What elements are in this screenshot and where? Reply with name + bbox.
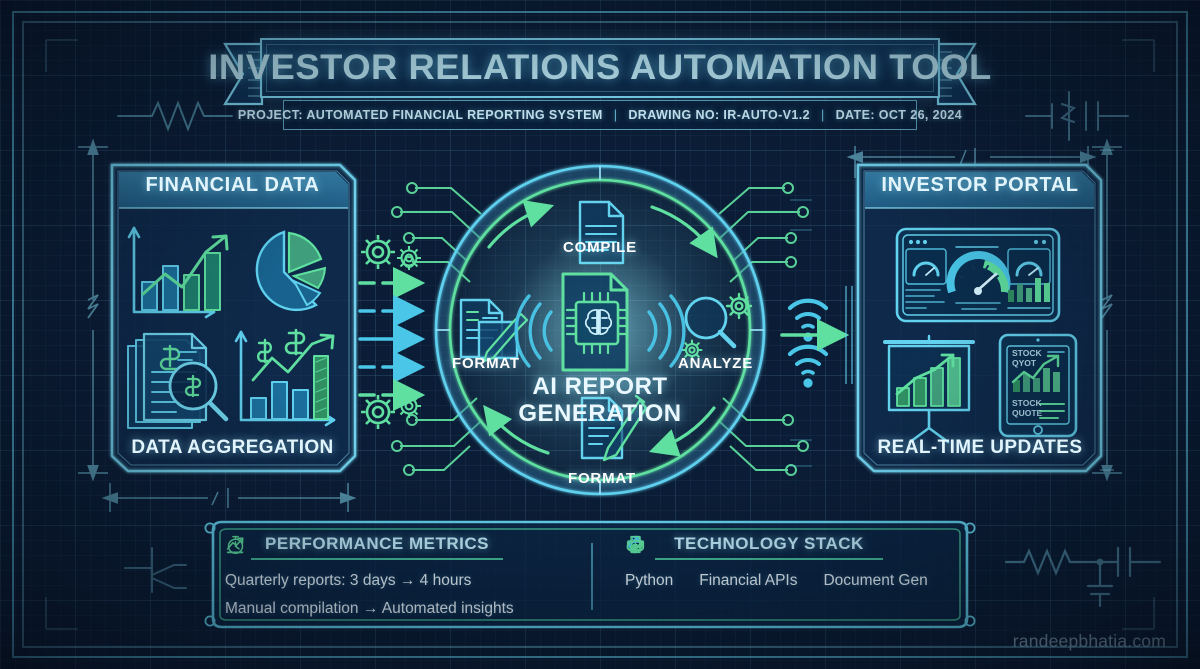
left-panel-caption: DATA AGGREGATION — [131, 437, 334, 458]
blueprint-frame-inner — [22, 21, 1178, 648]
right-panel-title: INVESTOR PORTAL — [881, 173, 1079, 196]
left-panel-title: FINANCIAL DATA — [145, 173, 320, 196]
right-panel-caption: REAL-TIME UPDATES — [877, 437, 1083, 458]
